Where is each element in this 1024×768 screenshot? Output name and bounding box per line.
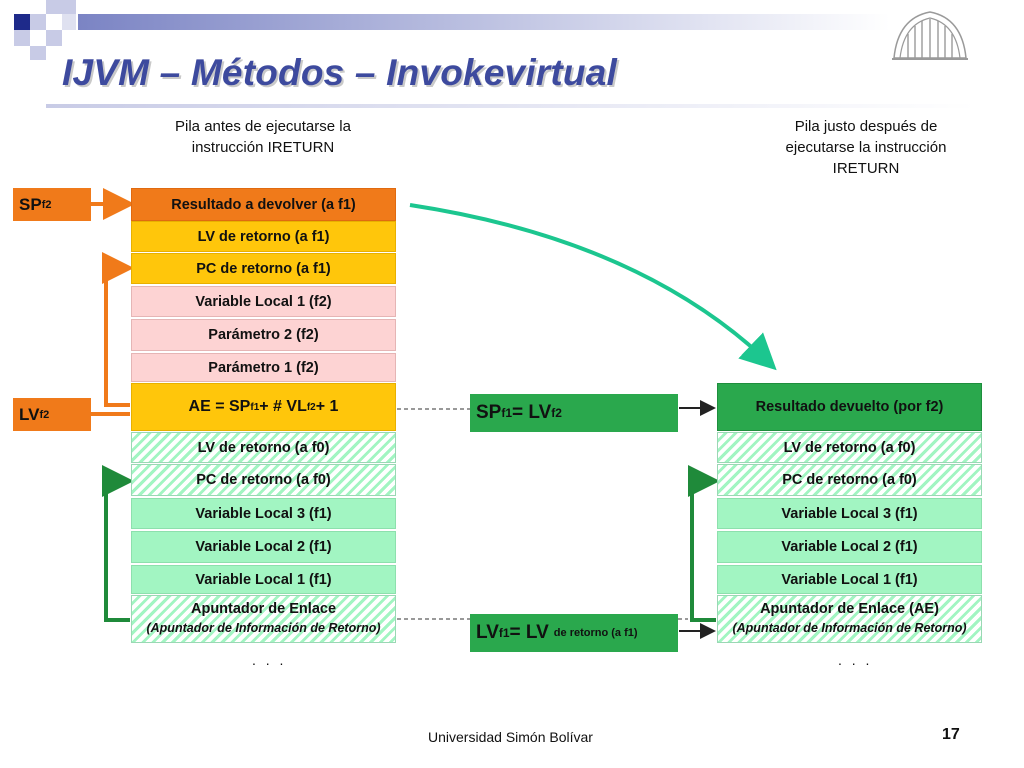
stack-cell-lv-return-f0-after: LV de retorno (a f0) [717, 432, 982, 463]
university-logo [892, 11, 968, 60]
link-left-f1 [102, 465, 134, 622]
stack-cell-pc-return-f0-after: PC de retorno (a f0) [717, 464, 982, 496]
lv-f2-link [102, 252, 134, 407]
stack-cell-local-var-3-f1: Variable Local 3 (f1) [131, 498, 396, 529]
stack-cell-local-var-3-f1-after: Variable Local 3 (f1) [717, 498, 982, 529]
stack-cell-param-2-f2: Parámetro 2 (f2) [131, 319, 396, 351]
stack-cell-result: Resultado a devolver (a f1) [131, 188, 396, 221]
caption-left: Pila antes de ejecutarse la instrucción … [175, 118, 351, 156]
stack-cell-param-1-f2: Parámetro 1 (f2) [131, 353, 396, 382]
stack-cell-pc-return-f1: PC de retorno (a f1) [131, 253, 396, 284]
stack-cell-local-var-2-f1-after: Variable Local 2 (f1) [717, 531, 982, 563]
stack-cell-lv-return-f0: LV de retorno (a f0) [131, 432, 396, 463]
stack-cell-local-var-1-f1-after: Variable Local 1 (f1) [717, 565, 982, 594]
slide-title: IJVM – Métodos – Invokevirtual [62, 52, 617, 93]
stack-cell-lv-return-f1: LV de retorno (a f1) [131, 221, 396, 252]
stack-cell-pc-return-f0: PC de retorno (a f0) [131, 464, 396, 496]
stack-ellipsis-left: . . . [252, 652, 287, 668]
link-right-f1 [688, 465, 720, 622]
stack-ellipsis-right: . . . [838, 652, 873, 668]
stack-cell-returned-result: Resultado devuelto (por f2) [717, 383, 982, 431]
stack-cell-link-pointer-after: Apuntador de Enlace (AE)(Apuntador de In… [717, 595, 982, 643]
result-move-arrow [409, 203, 777, 371]
caption-right: Pila justo después de ejecutarse la inst… [785, 118, 947, 177]
stack-cell-local-var-1-f2: Variable Local 1 (f2) [131, 286, 396, 317]
stack-cell-local-var-2-f1: Variable Local 2 (f1) [131, 531, 396, 563]
footer-university: Universidad Simón Bolívar [428, 729, 593, 745]
page-number: 17 [942, 726, 960, 743]
stack-cell-link-pointer: Apuntador de Enlace(Apuntador de Informa… [131, 595, 396, 643]
stack-cell-local-var-1-f1: Variable Local 1 (f1) [131, 565, 396, 594]
